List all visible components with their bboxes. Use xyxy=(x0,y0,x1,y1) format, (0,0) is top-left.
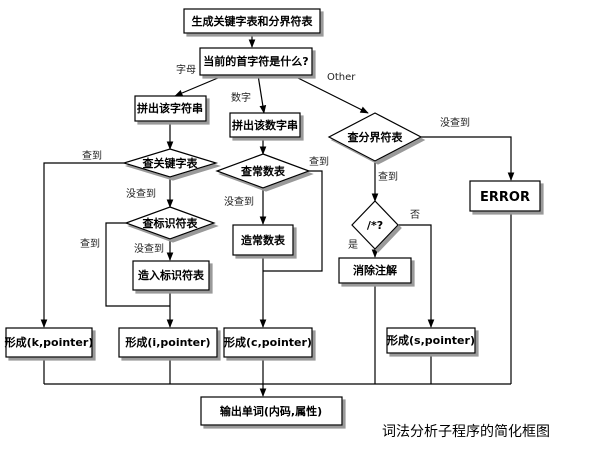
check-ident-diamond xyxy=(124,206,216,240)
spell-ident-label: 拼出该字符串 xyxy=(137,101,203,115)
check-keyword-diamond xyxy=(121,148,219,178)
enter-ident-box xyxy=(132,260,210,291)
remove-comment-box xyxy=(338,257,412,284)
form-c-label: 形成(c,pointer) xyxy=(224,335,312,349)
check-delim-label: 查分界符表 xyxy=(348,130,404,144)
edge-comment-no xyxy=(398,224,435,328)
output-box xyxy=(200,396,343,426)
connectors xyxy=(40,33,515,397)
label-digit: 数字 xyxy=(231,91,251,104)
form-i-box xyxy=(118,327,218,358)
label-const-notfound: 没查到 xyxy=(224,195,254,208)
form-k-label: 形成(k,pointer) xyxy=(5,335,94,349)
edge-delim-notfound xyxy=(421,136,515,181)
edge-letter xyxy=(174,74,226,97)
label-no: 否 xyxy=(410,209,420,221)
first-char-box xyxy=(199,47,313,76)
label-yes: 是 xyxy=(348,239,358,251)
label-letter: 字母 xyxy=(176,63,196,76)
edge-kw-found xyxy=(40,162,124,328)
comment-q-label: /*? xyxy=(367,219,383,232)
label-other: Other xyxy=(327,72,356,83)
spell-number-label: 拼出该数字串 xyxy=(232,118,298,132)
label-ident-notfound: 没查到 xyxy=(134,242,164,255)
form-s-label: 形成(s,pointer) xyxy=(387,333,475,347)
comment-diamond xyxy=(351,200,399,250)
check-ident-label: 查标识符表 xyxy=(143,216,199,230)
remove-comment-label: 消除注解 xyxy=(353,263,397,277)
form-i-label: 形成(i,pointer) xyxy=(125,335,210,349)
make-const-label: 造常数表 xyxy=(241,233,286,247)
form-s-box xyxy=(386,327,476,354)
gen-tables-label: 生成关键字表和分界符表 xyxy=(192,14,314,28)
enter-ident-label: 造入标识符表 xyxy=(138,268,205,282)
spell-ident-box xyxy=(134,95,207,122)
gen-tables-box xyxy=(183,8,321,34)
label-delim-found: 查到 xyxy=(378,170,398,183)
nodes xyxy=(5,8,541,426)
edge-const-found xyxy=(263,170,323,272)
node-labels: 生成关键字表和分界符表 当前的首字符是什么? 拼出该字符串 拼出该数字串 查分界… xyxy=(5,14,530,418)
check-keyword-label: 查关键字表 xyxy=(143,156,199,170)
edge-ident-found xyxy=(105,222,170,307)
label-delim-notfound: 没查到 xyxy=(440,116,470,129)
label-kw-notfound: 没查到 xyxy=(126,187,156,200)
edge-labels: 字母 数字 Other 没查到 查到 没查到 查到 没查到 查到 查到 没查到 … xyxy=(80,63,470,255)
diagram-caption: 词法分析子程序的简化框图 xyxy=(382,423,550,440)
edge-digit xyxy=(257,74,267,114)
label-ident-found: 查到 xyxy=(80,237,100,250)
spell-number-box xyxy=(229,112,301,138)
make-const-box xyxy=(232,224,294,256)
edge-other xyxy=(291,74,369,114)
check-const-diamond xyxy=(215,153,311,189)
check-delim-diamond xyxy=(327,112,423,162)
error-label: ERROR xyxy=(480,190,530,205)
form-c-box xyxy=(223,327,313,358)
label-const-found: 查到 xyxy=(309,155,329,168)
first-char-label: 当前的首字符是什么? xyxy=(203,54,308,68)
check-const-label: 查常数表 xyxy=(241,164,286,178)
label-kw-found: 查到 xyxy=(82,149,102,162)
output-label: 输出单词(内码,属性) xyxy=(220,404,322,418)
error-box xyxy=(469,180,541,212)
form-k-box xyxy=(5,327,93,358)
